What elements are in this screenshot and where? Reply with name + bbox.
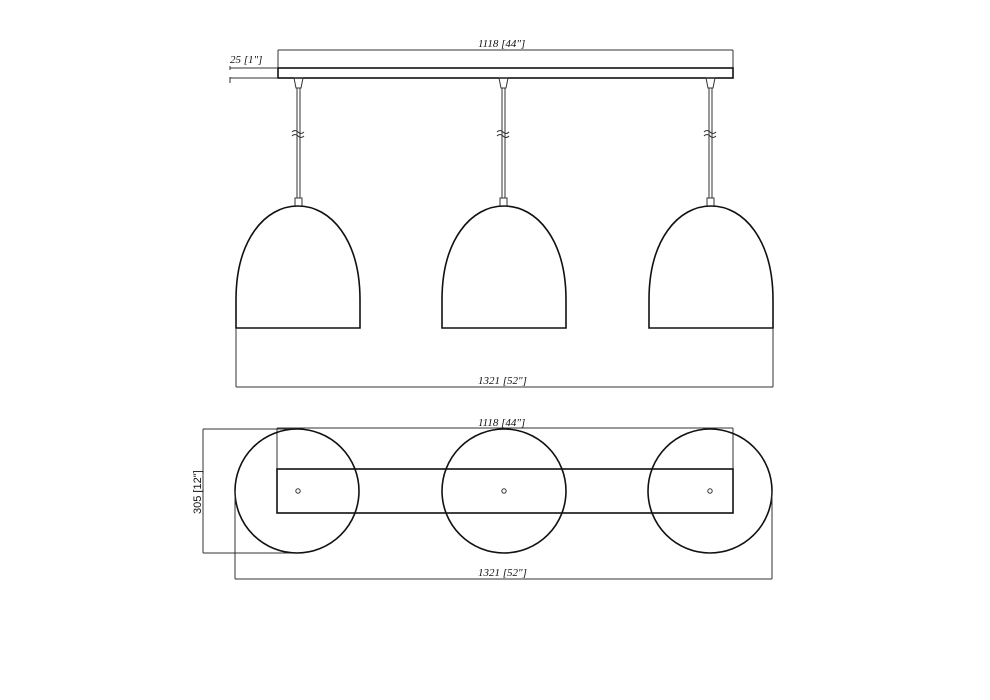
canopy-connector — [705, 77, 716, 89]
front-canopy-height-label: 25 [1"] — [230, 54, 262, 66]
front-view — [229, 49, 774, 388]
top-overall-width-label: 1321 [52"] — [478, 567, 527, 579]
pendant-2 — [441, 77, 567, 329]
mount-point-1 — [295, 488, 301, 494]
canopy-top — [276, 468, 734, 514]
socket-cap — [499, 197, 508, 207]
mount-point-2 — [501, 488, 507, 494]
front-overall-width-label: 1321 [52"] — [478, 375, 527, 387]
top-canopy-length-label: 1118 [44"] — [478, 417, 525, 429]
pendant-shade — [441, 205, 567, 329]
pendant-shade — [648, 205, 774, 329]
top-view — [202, 427, 773, 580]
cord-break-icon — [291, 130, 305, 138]
socket-cap — [294, 197, 303, 207]
canopy-connector — [293, 77, 304, 89]
cord-break-icon — [703, 130, 717, 138]
front-canopy-length-label: 1118 [44"] — [478, 38, 525, 50]
shade-top-1 — [234, 428, 360, 554]
canopy — [277, 67, 734, 79]
pendant-3 — [648, 77, 774, 329]
canopy-connector — [498, 77, 509, 89]
shade-top-2 — [441, 428, 567, 554]
pendant-1 — [235, 77, 361, 329]
cord-break-icon — [496, 130, 510, 138]
pendant-shade — [235, 205, 361, 329]
top-shade-diameter-label: 305 [12"] — [192, 470, 204, 514]
socket-cap — [706, 197, 715, 207]
shade-top-3 — [647, 428, 773, 554]
mount-point-3 — [707, 488, 713, 494]
